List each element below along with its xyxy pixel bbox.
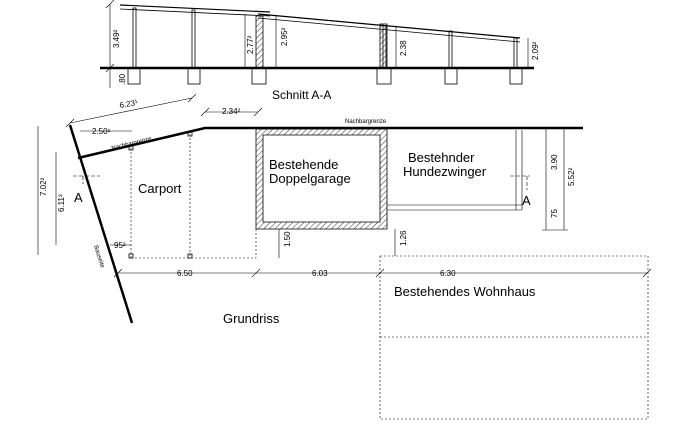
plan-title: Grundriss	[223, 311, 280, 326]
section-dim-h-right: 2.09²	[531, 41, 540, 60]
kennel-outline	[387, 130, 523, 211]
dim-650: 6.50	[177, 269, 193, 278]
garage-label-1: Bestehende	[269, 157, 338, 172]
dim-623: 6.23¹	[119, 98, 139, 110]
section-dim-lines	[105, 0, 529, 88]
plan-view: 6.23¹ 2.50¹ 2.34² Nachbargrenze Nachbarg…	[37, 93, 652, 420]
carport-label: Carport	[138, 181, 182, 196]
dim-95: 95²	[114, 241, 126, 250]
neighbor-border-label: Nachbargrenze	[111, 136, 153, 152]
house-label: Bestehendes Wohnhaus	[394, 284, 536, 299]
section-marker-lines	[73, 175, 530, 190]
roof-left	[119, 4, 271, 13]
street-side-label: Bauseite	[92, 245, 105, 270]
section-marker-left: A	[74, 190, 83, 205]
dim-552: 5.52²	[567, 167, 576, 186]
garage-label-2: Doppelgarage	[269, 171, 351, 186]
left-dim-lines	[37, 126, 57, 255]
section-dim-h-mid3: 2.38	[399, 40, 408, 56]
roof-right-under	[257, 17, 521, 43]
section-marker-right: A	[522, 193, 531, 208]
kennel-label-1: Bestehnder	[408, 150, 475, 165]
dim-126: 1.26	[399, 230, 408, 246]
carport	[130, 134, 256, 259]
dim-702: 7.02²	[39, 177, 48, 196]
house-outline	[379, 255, 649, 420]
dim-250: 2.50¹	[92, 127, 111, 136]
section-title: Schnitt A-A	[272, 88, 331, 102]
section-dim-h-mid2: 2.95²	[280, 27, 289, 46]
garage-walls	[255, 128, 388, 230]
property-boundary-street	[68, 124, 134, 324]
right-dim-lines	[542, 128, 568, 231]
dim-75: 75	[550, 209, 559, 218]
dim-630: 6.30	[440, 269, 456, 278]
roof-right	[257, 13, 521, 39]
section-dim-h-left: 3.49²	[112, 29, 121, 48]
dim-611: 6.11²	[57, 194, 66, 212]
section-dim-h-mid1: 2.77²	[246, 35, 255, 54]
kennel-label-2: Hundezwinger	[403, 164, 487, 179]
section-footings	[127, 67, 523, 85]
dim-603: 6.03	[312, 269, 328, 278]
dim-390: 3.90	[550, 154, 559, 170]
dim-234: 2.34²	[222, 107, 241, 116]
section-dim-foot: .80	[118, 73, 127, 85]
section-posts	[132, 7, 518, 69]
neighbor-border-label-2: Nachbargrenze	[345, 119, 387, 125]
dim-line-623	[69, 97, 193, 124]
section-view: 3.49² 2.77² 2.95² 2.38 2.09² .80 Schnitt…	[100, 0, 540, 102]
dim-150: 1.50	[283, 231, 292, 247]
property-boundary-top	[77, 126, 583, 160]
garage-wall-section-right	[379, 23, 388, 69]
garage-wall-section-left	[255, 15, 264, 69]
